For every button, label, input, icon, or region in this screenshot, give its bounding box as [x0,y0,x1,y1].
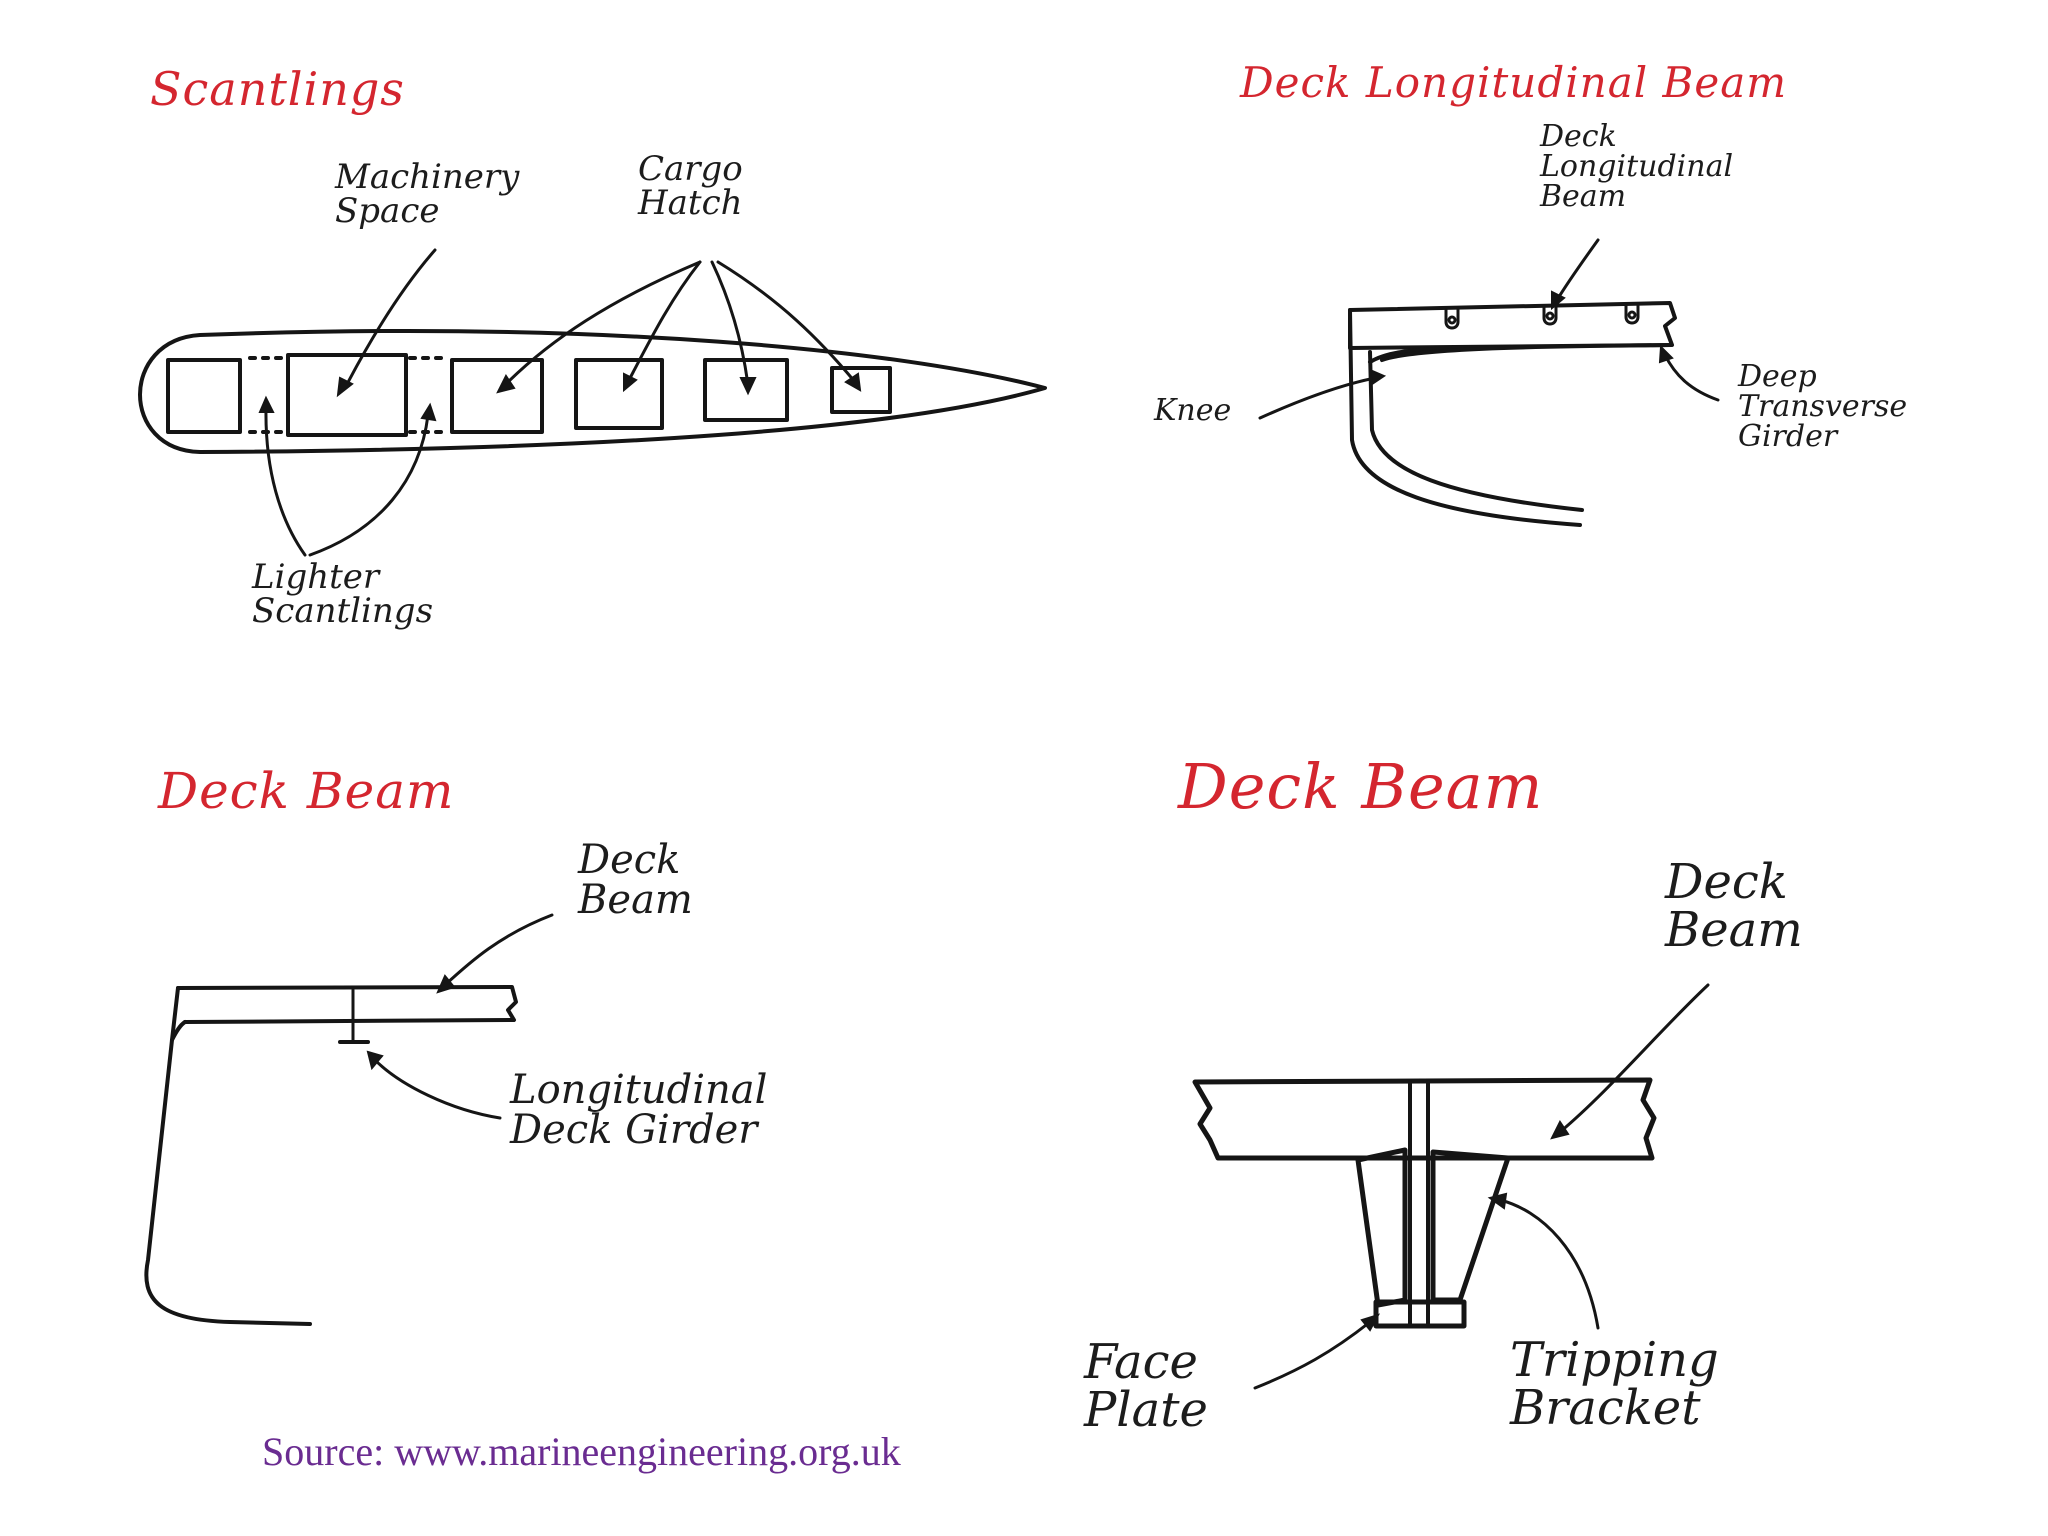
deck-beam-right-title: Deck Beam [1178,750,1544,823]
longitudinal-1 [1444,308,1460,330]
deck-beam-left-panel: Deck Beam Deck Beam Longitudinal Deck Gi… [0,740,1000,1360]
side-frame-inner [1368,350,1584,512]
tripping-bracket-right [1430,1149,1511,1303]
face-plate-label: Face Plate [1084,1334,1208,1438]
ship-plan-diagram [138,248,1047,557]
deck-longitudinal-beam-label: Deck Longitudinal Beam [1540,119,1734,214]
deck-plate [176,985,518,1024]
knee-label: Knee [1154,393,1232,428]
deck-beam-label: Deck Beam [1665,854,1803,958]
scantlings-panel: Scantlings Machinery Space Cargo [0,0,1100,700]
deep-transverse-girder-label: Deep Transverse Girder [1738,359,1908,454]
beam-knee-curve [170,1020,187,1042]
deck-beam-left-title: Deck Beam [158,762,455,820]
source-credit: Source: www.marineengineering.org.uk [262,1429,901,1474]
tripping-bracket-left [1355,1147,1408,1308]
longitudinal-deck-girder-label: Longitudinal Deck Girder [510,1067,768,1153]
hatch-3 [703,358,789,422]
cargo-hatch-label: Cargo Hatch [638,149,743,223]
hull-outline [138,329,1047,454]
cargo-hatch-arrow-4 [716,260,857,384]
deep-transverse-girder [1380,343,1670,362]
deck-longitudinal-beam-title: Deck Longitudinal Beam [1240,58,1788,107]
cargo-hatch-arrow-1 [503,260,702,387]
deck-beam-right-diagram [1192,983,1710,1390]
lighter-arrow-2 [308,413,430,557]
knee-bracket [1368,346,1452,364]
cargo-hatch-arrow-3 [710,260,750,387]
girder-arrow [373,1058,502,1120]
deck-beam-arrow [443,913,554,987]
machinery-arrow [343,248,437,390]
tripping-bracket-arrow [1498,1198,1600,1330]
deep-girder-arrow [1663,353,1720,402]
side-frame [1348,308,1582,527]
hatch-1 [450,358,544,434]
longitudinal-3 [1624,303,1640,325]
lighter-arrow-1 [264,406,307,557]
deck-longitudinal-beam-diagram [1258,238,1720,527]
longitudinal-2 [1542,304,1558,326]
knee-arrow [1258,376,1377,420]
side-shell [144,986,312,1326]
deck-beam-arrow [1558,983,1710,1134]
tripping-bracket-label: Tripping Bracket [1510,1332,1719,1436]
deck-beam-left-diagram [144,913,554,1326]
cargo-hatch-arrow-2 [626,260,702,384]
deck-beam-right-panel: Deck Beam Deck Beam Face Plate Tripping … [1060,740,2048,1460]
hatch-2 [574,358,664,430]
longitudinal-arrow [1555,238,1600,302]
face-plate [1373,1299,1467,1329]
lighter-scantlings-label: Lighter Scantlings [252,557,434,631]
deck-plate [1192,1077,1657,1161]
machinery-space-label: Machinery Space [335,157,520,231]
hold-1 [166,358,242,434]
hatch-4 [830,366,892,414]
face-plate-arrow [1253,1320,1372,1390]
scantlings-title: Scantlings [150,62,405,116]
deck-beam-label: Deck Beam [578,837,693,923]
machinery-space-box [286,353,408,437]
deck-longitudinal-beam-panel: Deck Longitudinal Beam Deck Longitudinal… [1120,0,2048,600]
